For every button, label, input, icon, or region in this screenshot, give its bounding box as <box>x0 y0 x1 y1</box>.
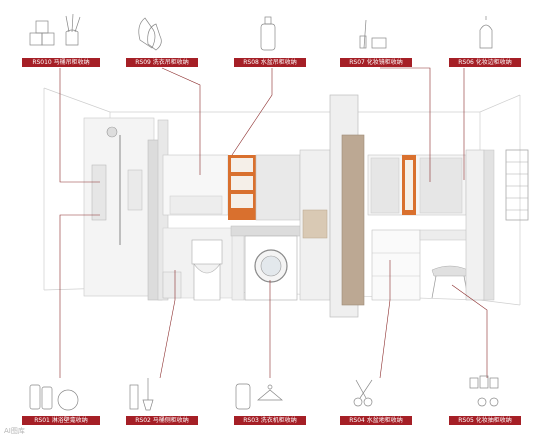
bath-bottles-icon <box>29 384 79 411</box>
detergent-hanger-icon <box>235 383 283 410</box>
lotion-bottle-icon <box>260 16 276 51</box>
label-rs07: RS07 化妆镜柜收纳 <box>340 58 412 67</box>
toilet-zone <box>162 154 234 301</box>
label-rs02: RS02 马桶侧柜收纳 <box>126 416 198 425</box>
label-rs03: RS03 洗衣机柜收纳 <box>234 416 306 425</box>
label-rs01: RS01 淋浴壁龛收纳 <box>22 416 100 425</box>
toilet-brush-icon <box>129 378 154 411</box>
makeup-items-icon <box>469 375 499 407</box>
scissors-icon <box>353 379 373 407</box>
box-stack-icon <box>29 20 55 46</box>
gloves-icon <box>138 17 162 51</box>
razor-icon <box>479 16 493 49</box>
watermark: AI图库 <box>4 427 25 435</box>
reed-diffuser-icon <box>65 13 81 46</box>
tall-cabinet <box>299 94 365 318</box>
leader-lines <box>59 67 488 379</box>
label-rs06: RS06 化妆边柜收纳 <box>449 58 521 67</box>
label-rs04: RS04 水盆地柜收纳 <box>340 416 412 425</box>
cosmetics-icon <box>359 19 387 49</box>
label-rs05: RS05 化妆抽柜收纳 <box>449 416 521 425</box>
vanity-zone <box>367 149 529 301</box>
label-rs09: RS09 洗衣吊柜收纳 <box>126 58 198 67</box>
label-rs08: RS08 水盆吊柜收纳 <box>234 58 306 67</box>
label-rs010: RS010 马桶吊柜收纳 <box>22 58 100 67</box>
shower-area <box>83 117 169 301</box>
laundry-zone <box>228 154 302 301</box>
